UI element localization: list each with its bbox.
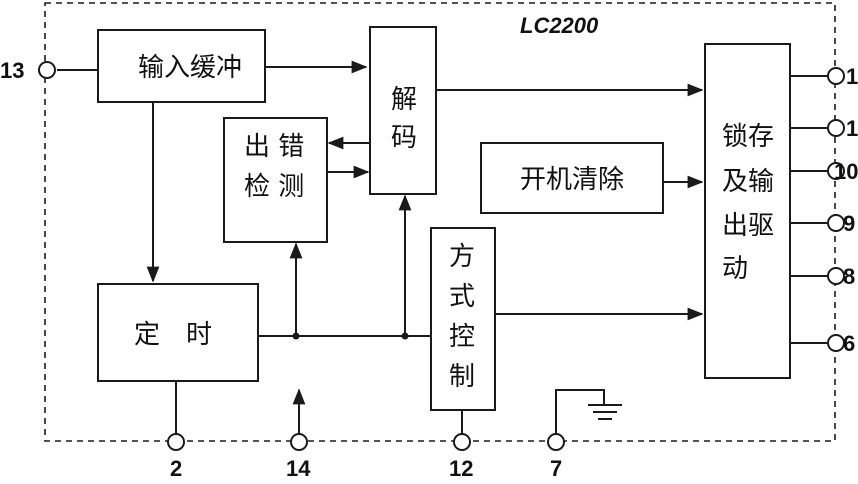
pin-6-label: 6: [843, 331, 855, 356]
chip-boundary: [44, 2, 836, 442]
mode-control-label-line4: 制: [449, 362, 475, 392]
pin-2-terminal: [167, 433, 185, 451]
pin-14-label: 14: [286, 456, 311, 481]
chip-name-label: LC2200: [520, 13, 599, 38]
decode-block: 解 码: [369, 26, 437, 195]
power-on-clear-label: 开机清除: [520, 165, 624, 195]
pin-1b-label: 1: [846, 116, 858, 141]
input-buffer-label: 输入缓冲: [138, 53, 242, 83]
pin-9-label: 9: [843, 211, 855, 236]
mode-control-label-line1: 方: [449, 242, 475, 272]
pin-12-terminal: [453, 433, 471, 451]
pin-8-terminal: [827, 267, 845, 285]
error-detect-label-line2: 检 测: [244, 172, 304, 202]
mode-control-label-line2: 式: [449, 282, 475, 312]
pin-13-label: 13: [0, 58, 24, 83]
timing-label: 定 时: [134, 320, 212, 350]
pin-7-label: 7: [550, 456, 562, 481]
timing-block: 定 时: [97, 283, 259, 382]
pin-10-label: 10: [834, 159, 858, 184]
decode-label-line1: 解: [391, 85, 417, 115]
decode-label-line2: 码: [391, 123, 417, 153]
power-on-clear-block: 开机清除: [480, 142, 664, 214]
pin-1a-terminal: [827, 67, 845, 85]
pin-12-label: 12: [449, 456, 473, 481]
mode-control-block: 方 式 控 制: [430, 227, 496, 411]
latch-driver-label-line3: 出驱: [722, 211, 774, 241]
input-buffer-block: 输入缓冲: [97, 29, 266, 103]
pin-8-label: 8: [843, 264, 855, 289]
wire-pin7-ground: [555, 389, 605, 436]
pin-6-terminal: [827, 334, 845, 352]
pin-10-terminal: [827, 162, 845, 180]
pin-7-terminal: [547, 433, 565, 451]
pin-1b-terminal: [827, 119, 845, 137]
junction-dot: [401, 332, 409, 340]
latch-driver-label-line4: 动: [722, 254, 748, 284]
latch-driver-label-line1: 锁存: [722, 122, 774, 152]
mode-control-label-line3: 控: [449, 322, 475, 352]
latch-driver-block: 锁存 及输 出驱 动: [704, 43, 791, 379]
pin-9-terminal: [827, 214, 845, 232]
pin-1a-label: 1: [846, 64, 858, 89]
error-detect-label-line1: 出 错: [244, 132, 304, 162]
junction-dot: [292, 332, 300, 340]
ground-icon: [588, 404, 622, 420]
error-detect-block: 出 错 检 测: [223, 117, 328, 243]
pin-14-terminal: [290, 433, 308, 451]
pin-2-label: 2: [170, 456, 182, 481]
pin-13-terminal: [38, 61, 56, 79]
latch-driver-label-line2: 及输: [722, 167, 774, 197]
